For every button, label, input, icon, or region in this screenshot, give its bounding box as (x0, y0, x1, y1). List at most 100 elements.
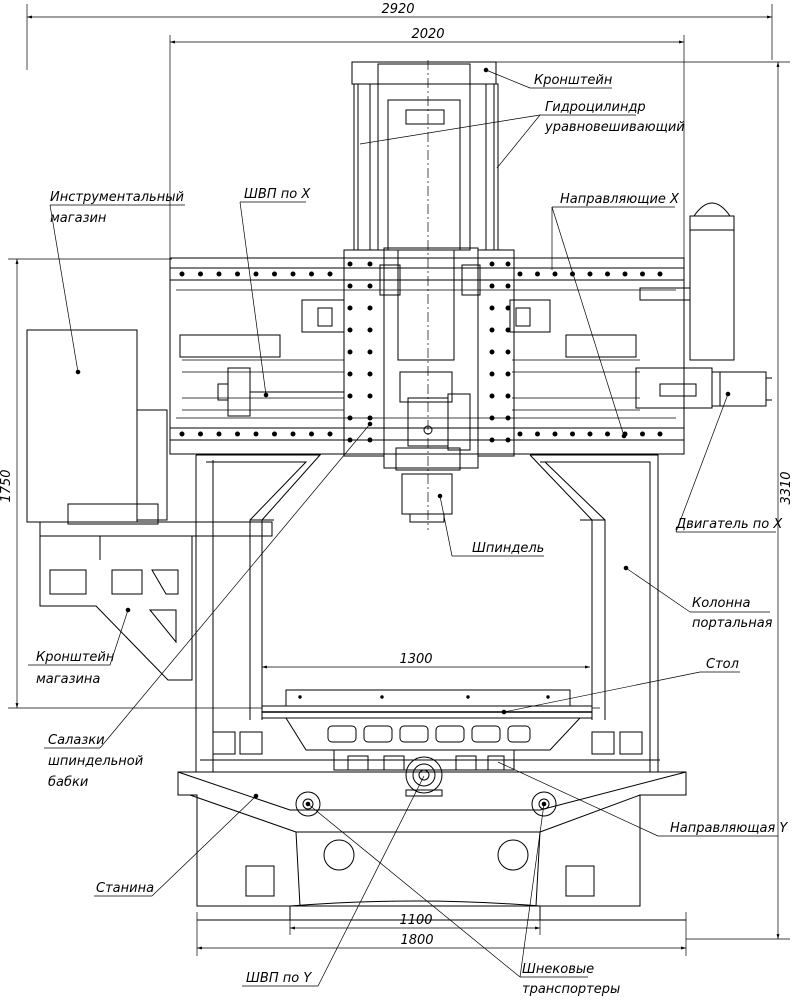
bolt-hole (179, 271, 185, 277)
label-column-2: портальная (692, 616, 773, 631)
bolt-hole (347, 305, 353, 311)
bolt-hole (347, 437, 353, 443)
bolt-hole (489, 261, 495, 267)
y-axis-drive (333, 749, 515, 797)
label-hydro-cylinder-2: уравновешивающий (544, 120, 685, 135)
bolt-hole (505, 283, 511, 289)
tool-magazine (26, 329, 273, 681)
label-guide-y: Направляющая Y (670, 821, 788, 836)
dim-gantry-width: 2020 (411, 27, 444, 42)
bolt-hole (253, 431, 259, 437)
bolt-hole (489, 393, 495, 399)
label-ballscrew-x: ШВП по X (244, 187, 311, 202)
bolt-hole (309, 271, 314, 277)
label-slide-3: бабки (48, 775, 88, 790)
bolt-hole (489, 327, 495, 333)
label-tool-magazine-2: магазин (50, 211, 107, 226)
bolt-hole (367, 327, 373, 333)
label-conveyors: Шнековые (522, 962, 594, 977)
bolt-hole (309, 431, 314, 437)
bolt-hole (535, 431, 540, 437)
label-table: Стол (706, 657, 739, 672)
label-hydro-cylinder: Гидроцилиндр (545, 100, 646, 115)
bolt-hole (505, 393, 511, 399)
labels: Кронштейн Гидроцилиндр уравновешивающий … (36, 73, 788, 997)
bolt-hole (198, 271, 203, 277)
bolt-hole (216, 271, 222, 277)
bed (177, 771, 687, 921)
bolt-hole (216, 431, 222, 437)
bolt-hole (489, 437, 495, 443)
bolt-hole (505, 261, 511, 267)
label-spindle: Шпиндель (472, 541, 544, 556)
dimensions: 2920 2020 3310 1750 1300 1100 1800 (0, 2, 794, 956)
bolt-hole (505, 305, 511, 311)
bolt-hole (367, 393, 373, 399)
bolt-hole (552, 431, 558, 437)
bolt-hole (235, 271, 240, 277)
dim-height-total: 3310 (779, 471, 794, 504)
bolt-hole (347, 371, 353, 377)
bolt-hole (367, 305, 373, 311)
bolt-hole (657, 271, 663, 277)
bolt-hole (367, 283, 373, 289)
bolt-hole (517, 271, 523, 277)
bolt-hole (367, 261, 373, 267)
gantry-beam (169, 202, 772, 455)
bolt-hole (505, 349, 511, 355)
bolt-hole (235, 431, 240, 437)
bolt-hole (347, 349, 353, 355)
bolt-hole (347, 393, 353, 399)
bolt-hole (367, 437, 373, 443)
label-column: Колонна (692, 596, 750, 611)
bolt-hole (367, 415, 373, 421)
bolt-hole (198, 431, 203, 437)
bolt-hole (489, 283, 495, 289)
bolt-hole (367, 371, 373, 377)
bolt-hole (253, 271, 259, 277)
dim-height-table: 1750 (0, 469, 14, 502)
portal-columns (195, 454, 660, 772)
label-mag-bracket-2: магазина (36, 672, 100, 687)
label-bracket: Кронштейн (534, 73, 613, 88)
label-guides-x: Направляющие X (560, 192, 680, 207)
bolt-hole (272, 271, 277, 277)
bolt-hole (347, 261, 353, 267)
label-tool-magazine: Инструментальный (50, 190, 184, 205)
bolt-hole (489, 349, 495, 355)
bolt-hole (535, 271, 540, 277)
gantry-bolt-holes (179, 261, 663, 443)
bolt-hole (587, 271, 593, 277)
bolt-hole (587, 431, 593, 437)
bolt-hole (505, 327, 511, 333)
bolt-hole (347, 283, 353, 289)
bolt-hole (327, 431, 333, 437)
bolt-hole (327, 271, 333, 277)
bolt-hole (552, 271, 558, 277)
bolt-hole (517, 431, 523, 437)
dim-overall-width: 2920 (381, 2, 414, 17)
bolt-hole (367, 349, 373, 355)
label-slide-2: шпиндельной (48, 754, 143, 769)
bolt-hole (347, 327, 353, 333)
bolt-hole (290, 431, 296, 437)
dim-base-width: 1800 (400, 933, 433, 948)
bolt-hole (622, 271, 628, 277)
bolt-hole (640, 431, 645, 437)
bolt-hole (505, 371, 511, 377)
bolt-hole (657, 431, 663, 437)
bolt-hole (179, 431, 185, 437)
label-bed: Станина (96, 881, 154, 896)
bolt-hole (489, 305, 495, 311)
bolt-hole (640, 271, 645, 277)
bolt-hole (489, 371, 495, 377)
spindle-head (343, 60, 515, 530)
label-slide: Салазки (48, 733, 105, 748)
label-ballscrew-y: ШВП по Y (246, 971, 312, 986)
bolt-hole (489, 415, 495, 421)
bolt-hole (505, 437, 511, 443)
bolt-hole (605, 271, 610, 277)
bolt-hole (290, 271, 296, 277)
table (261, 689, 593, 751)
